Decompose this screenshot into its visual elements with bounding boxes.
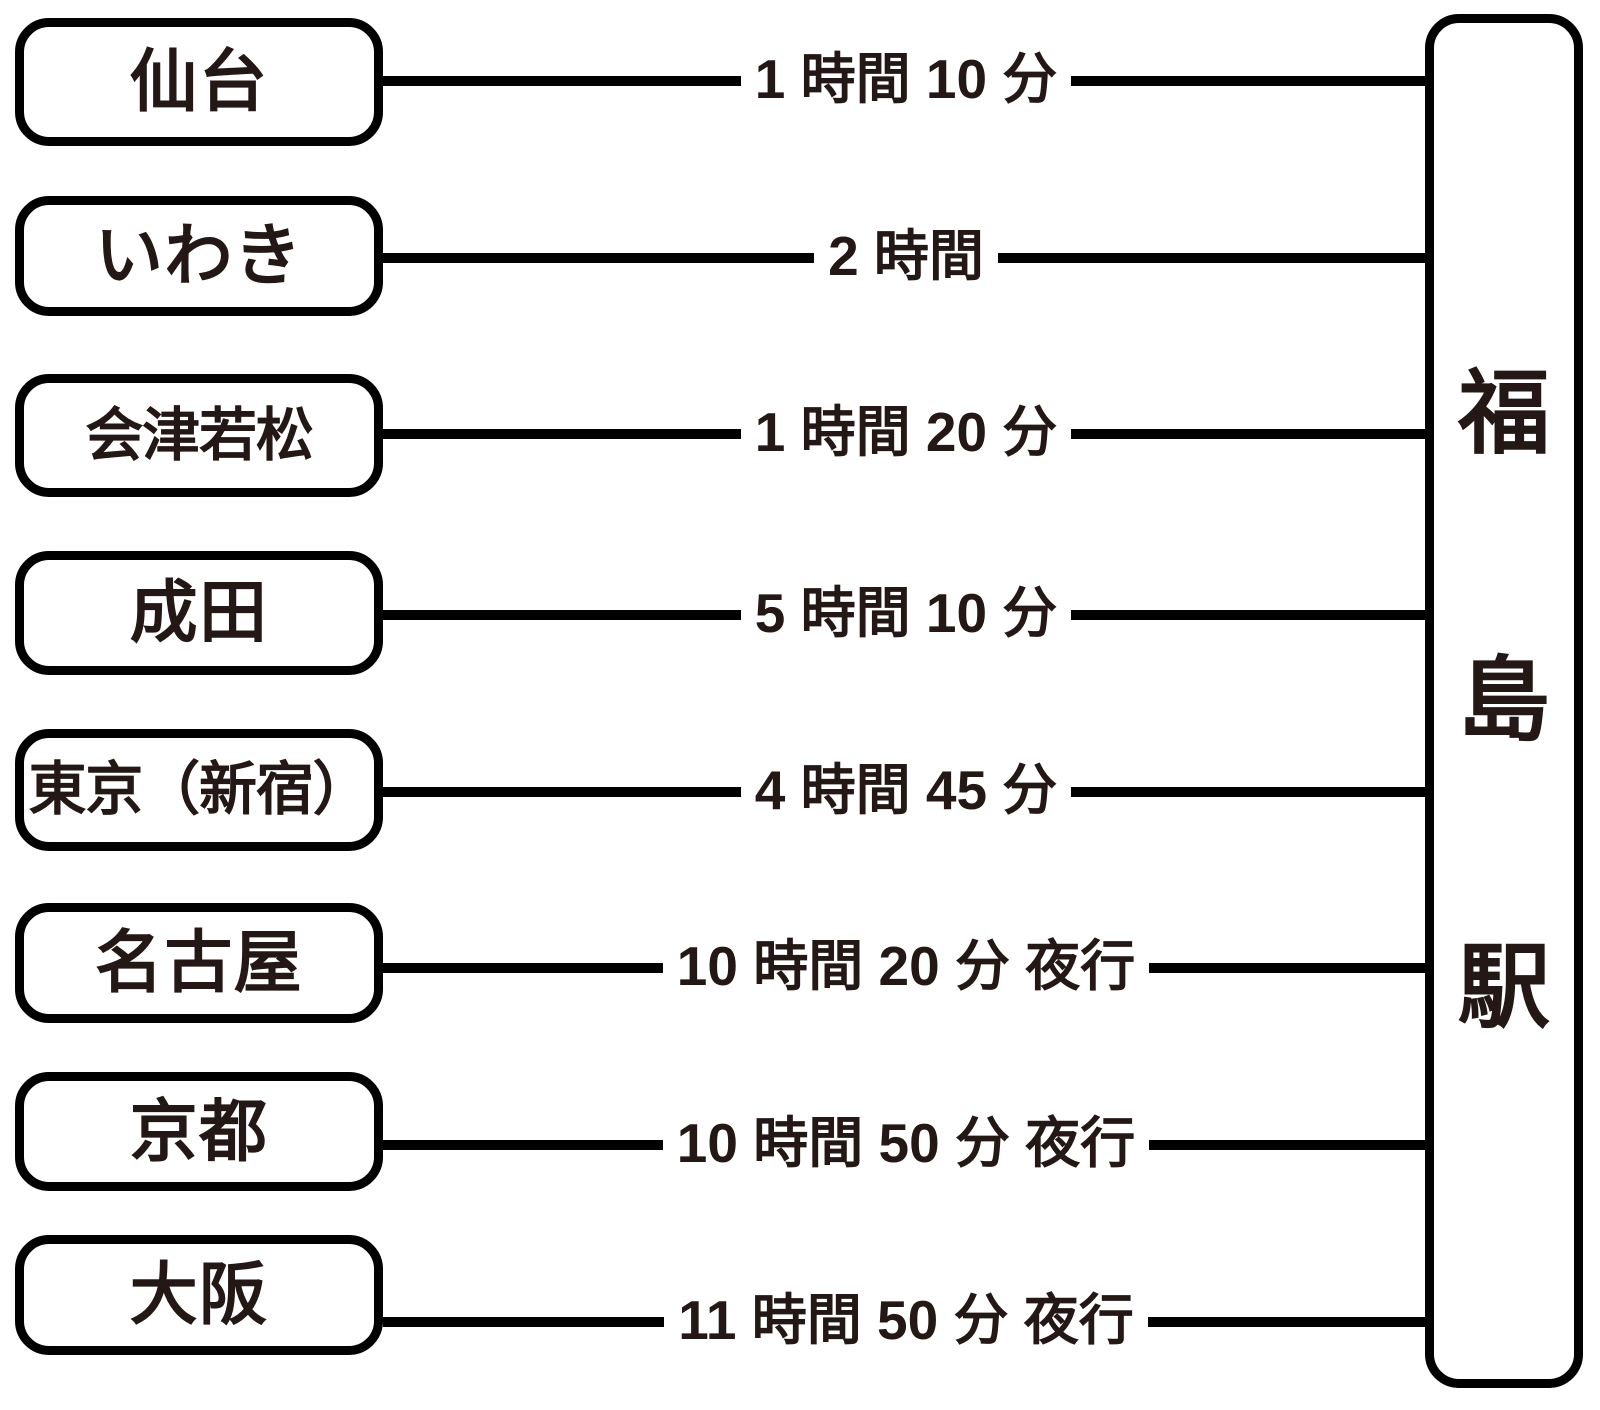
origin-label: 仙台 <box>129 44 269 120</box>
origin-label: 会津若松 <box>85 402 314 468</box>
duration-label: 2 時間 <box>828 224 984 287</box>
route-connector-osaka: 11 時間 50 分 夜行 <box>383 1292 1430 1347</box>
connector-line-right <box>1149 1140 1430 1150</box>
origin-box-aizuwakamatsu[interactable]: 会津若松 <box>15 374 383 497</box>
connector-line-right <box>1071 787 1430 797</box>
origin-label: 京都 <box>129 1093 269 1170</box>
route-connector-sendai: 1 時間 10 分 <box>383 51 1430 106</box>
route-connector-iwaki: 2 時間 <box>383 228 1429 283</box>
origin-box-iwaki[interactable]: いわき <box>15 196 383 316</box>
destination-box-fukushima-station[interactable]: 福 島 駅 <box>1425 14 1583 1388</box>
destination-char-3: 駅 <box>1457 937 1550 1039</box>
connector-line-right <box>1071 610 1430 620</box>
connector-line-right <box>1071 429 1430 439</box>
connector-line-left <box>383 963 663 973</box>
connector-line-left <box>383 610 741 620</box>
connector-line-left <box>383 429 741 439</box>
connector-line-left <box>383 1140 663 1150</box>
connector-line-left <box>383 253 815 263</box>
origin-label: いわき <box>94 218 304 294</box>
origin-box-osaka[interactable]: 大阪 <box>15 1235 383 1355</box>
origin-label: 東京（新宿） <box>28 757 370 822</box>
route-connector-nagoya: 10 時間 20 分 夜行 <box>383 938 1430 993</box>
origin-box-kyoto[interactable]: 京都 <box>15 1072 383 1191</box>
duration-label: 4 時間 45 分 <box>754 758 1058 821</box>
origin-label: 大阪 <box>129 1257 269 1333</box>
connector-line-right <box>1071 76 1430 86</box>
origin-box-sendai[interactable]: 仙台 <box>15 18 383 146</box>
connector-line-left <box>383 1317 665 1327</box>
connector-line-right <box>1149 963 1430 973</box>
connector-line-left <box>383 787 741 797</box>
route-connector-kyoto: 10 時間 50 分 夜行 <box>383 1115 1430 1170</box>
destination-char-1: 福 <box>1457 363 1550 465</box>
connector-line-left <box>383 76 741 86</box>
origin-box-nagoya[interactable]: 名古屋 <box>15 903 383 1023</box>
destination-char-2: 島 <box>1457 650 1550 752</box>
route-connector-narita: 5 時間 10 分 <box>383 585 1430 640</box>
connector-line-right <box>1147 1317 1430 1327</box>
duration-label: 1 時間 20 分 <box>754 400 1058 463</box>
duration-label: 1 時間 10 分 <box>754 47 1058 110</box>
duration-label: 5 時間 10 分 <box>754 581 1058 644</box>
origin-label: 成田 <box>129 575 269 651</box>
duration-label: 11 時間 50 分 夜行 <box>678 1288 1134 1351</box>
origin-box-tokyo-shinjuku[interactable]: 東京（新宿） <box>15 729 383 851</box>
duration-label: 10 時間 50 分 夜行 <box>676 1111 1136 1174</box>
origin-box-narita[interactable]: 成田 <box>15 551 383 675</box>
route-connector-aizuwakamatsu: 1 時間 20 分 <box>383 404 1430 459</box>
route-connector-tokyo-shinjuku: 4 時間 45 分 <box>383 762 1430 817</box>
origin-label: 名古屋 <box>94 925 304 1001</box>
duration-label: 10 時間 20 分 夜行 <box>676 934 1136 997</box>
connector-line-right <box>997 253 1429 263</box>
